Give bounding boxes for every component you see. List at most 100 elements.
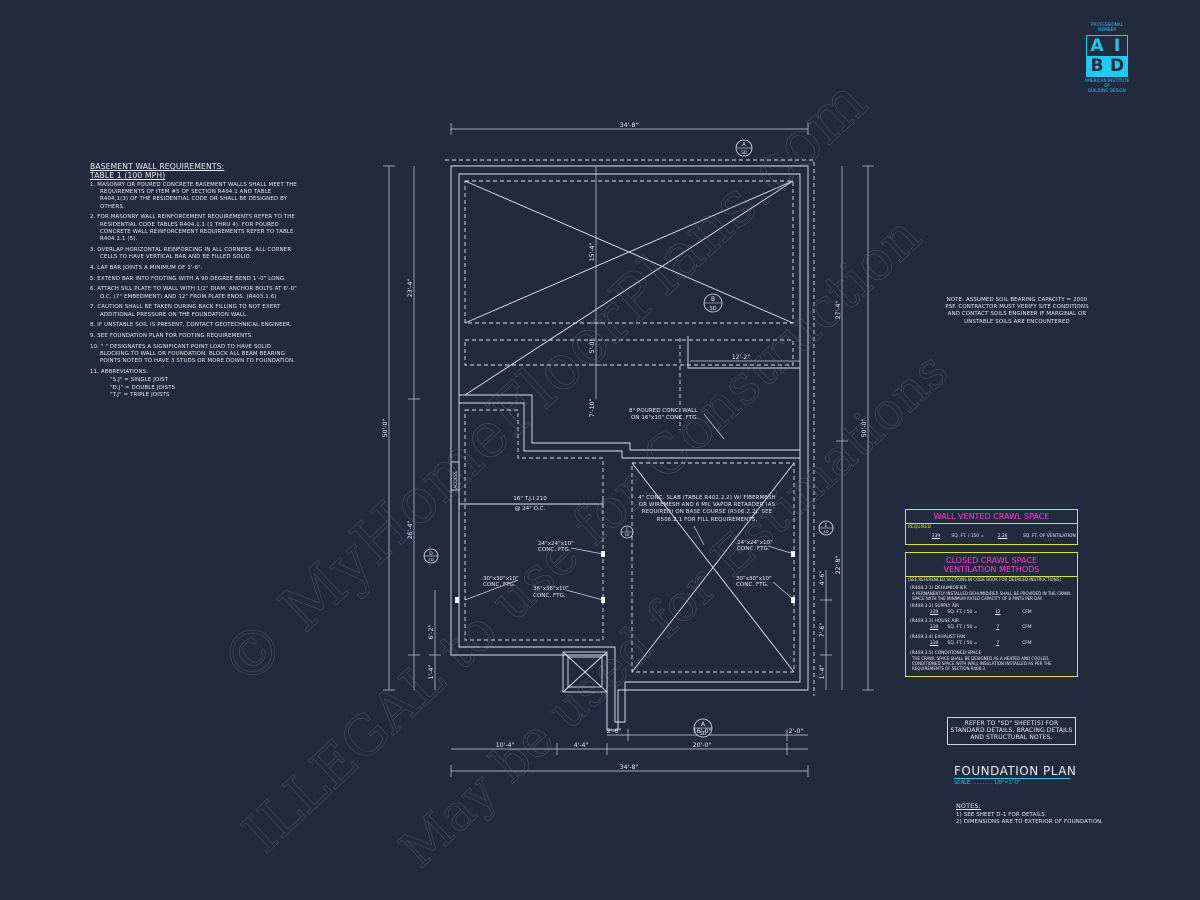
abbreviation: "T.J" = TRIPLE JOISTS xyxy=(110,391,170,398)
leader-line xyxy=(703,413,725,440)
abbreviation: "S.J" = SINGLE JOIST xyxy=(110,377,169,384)
area-unit: SQ. FT. / 50 = xyxy=(947,641,978,646)
notes-subheading: TABLE 1 (100 MPH) xyxy=(90,171,166,180)
code-text: THE CRAWL SPACE SHALL BE DESIGNED AS A H… xyxy=(912,656,1052,671)
wall-label: 8" POURED CONC. WALL xyxy=(629,408,698,414)
dim-text: 4'-4" xyxy=(574,742,589,749)
code-label: (R408.3.3) HOUSE AIR xyxy=(910,619,959,624)
note-item: 2) DIMENSIONS ARE TO EXTERIOR OF FOUNDAT… xyxy=(956,819,1104,826)
beam-label: @ 24" O.C. xyxy=(515,506,546,512)
interior-wall xyxy=(459,402,800,459)
dim-text: 50'-0" xyxy=(382,419,389,438)
area-unit: SQ. FT. / 50 = xyxy=(947,610,978,615)
leader-line xyxy=(767,545,795,555)
note-item: 1) SEE SHEET D-1 FOR DETAILS. xyxy=(956,812,1047,819)
dim-text: 23'-4" xyxy=(407,279,414,298)
cfm-value: 12 xyxy=(995,610,1001,615)
stair-diagonal xyxy=(562,651,608,693)
area-value: 339 xyxy=(929,641,939,646)
note-item: 9. SEE FOUNDATION PLAN FOR FOOTING REQUI… xyxy=(90,333,254,340)
table-divider xyxy=(906,576,1077,577)
logo-line: PROFESSIONAL xyxy=(1091,22,1123,27)
abbreviation: "D.J" = DOUBLE JOISTS xyxy=(110,384,176,391)
title-underline xyxy=(954,778,1070,779)
note-item: 2. FOR MASONRY WALL REINFORCEMENT REQUIR… xyxy=(90,214,295,243)
logo-letter: A xyxy=(1090,36,1104,56)
vent-unit: SQ. FT. OF VENTILATION xyxy=(1022,534,1076,539)
wall-label: ON 16"x10" CONC. FTG. xyxy=(631,415,699,421)
code-label: (R408.3.5) CONDITIONED SPACE xyxy=(910,651,982,656)
footing-pad xyxy=(791,551,795,557)
dim-text: 1'-4" xyxy=(428,665,435,680)
soil-note: NOTE: ASSUMED SOIL BEARING CAPACITY = 20… xyxy=(945,297,1089,325)
note-item: 4. LAP BAR JOINTS A MINIMUM OF 1'-6". xyxy=(90,264,203,271)
note-item: 7. CAUTION SHALL BE TAKEN DURING BACK FI… xyxy=(90,304,281,318)
dim-text: 50'-0" xyxy=(861,419,868,438)
footing-pad xyxy=(791,597,795,603)
logo-line: OF xyxy=(1104,83,1110,88)
required-label: REQUIRED xyxy=(908,525,931,530)
section-sheet: SD xyxy=(709,306,716,312)
leader-line xyxy=(464,579,519,601)
area-unit: SQ. FT. / 50 = xyxy=(947,625,978,630)
section-sheet: SD xyxy=(625,533,630,537)
note-item: 3. OVERLAP HORIZONTAL REINFORCING IN ALL… xyxy=(90,246,292,261)
slab-diagonal xyxy=(631,462,795,673)
notes-heading: NOTES: xyxy=(956,802,981,810)
footing-label: CONC. FTG. xyxy=(533,593,566,599)
crawl-diagonal xyxy=(464,180,794,396)
table-subtitle: (SEE REFERENCED SECTIONS IN CODE BOOK FO… xyxy=(908,577,1061,582)
general-notes: NOTES: 1) SEE SHEET D-1 FOR DETAILS. 2) … xyxy=(956,802,1104,827)
title-line: VENTILATION METHODS xyxy=(943,565,1040,574)
leader-line xyxy=(693,525,705,546)
section-letter: A xyxy=(742,142,746,148)
code-label: (R408.3.4) EXHAUST FAN xyxy=(910,635,966,640)
dim-text: 34'-8" xyxy=(620,122,639,129)
dim-text: 4'-6" xyxy=(819,571,826,586)
footing-label: CONC. FTG. xyxy=(538,547,571,553)
access-opening xyxy=(450,461,460,491)
interior-wall xyxy=(687,336,800,369)
dim-text: 27'-4" xyxy=(835,301,842,320)
logo-line: AMERICAN INSTITUTE xyxy=(1084,78,1130,83)
foundation-inner-wall xyxy=(458,173,801,723)
section-letter: B xyxy=(711,296,715,303)
note-item: 6. ATTACH SILL PLATE TO WALL WITH 1/2" D… xyxy=(90,286,297,300)
table-divider xyxy=(906,523,1077,524)
footing-label: 24"x24"x10" xyxy=(538,541,574,547)
refer-note: REFER TO "SD" SHEET(S) FOR STANDARD DETA… xyxy=(950,720,1073,741)
dim-text: 16'-0" xyxy=(693,728,712,735)
dim-text: 26'-4" xyxy=(407,521,414,540)
logo-line: MEMBER xyxy=(1097,27,1117,32)
table-title: WALL VENTED CRAWL SPACE xyxy=(933,512,1050,521)
footing-label: 30"x30"x10" xyxy=(736,576,772,582)
area-value: 339 xyxy=(929,610,939,615)
note-item: 1. MASONRY OR POURED CONCRETE BASEMENT W… xyxy=(90,182,297,210)
dim-text: 6'-2" xyxy=(428,625,435,640)
dim-text: 2'-0" xyxy=(789,728,804,735)
dim-text: 1'-4" xyxy=(819,665,826,680)
dim-text: 7'-6" xyxy=(819,623,826,638)
vented-crawl-table: WALL VENTED CRAWL SPACE REQUIRED 339 SQ.… xyxy=(905,509,1078,545)
logo-letter: I xyxy=(1113,36,1121,56)
vent-value: 2.26 xyxy=(997,534,1008,539)
footing-line xyxy=(445,159,815,696)
area-value: 339 xyxy=(929,625,939,630)
section-letter: A xyxy=(701,721,706,728)
section-sheet: SD xyxy=(699,731,706,737)
dim-text: 7'-10" xyxy=(589,399,596,418)
dim-text: 2'-0" xyxy=(607,728,622,735)
plan-title: FOUNDATION PLAN xyxy=(954,764,1077,778)
section-letter: C xyxy=(626,527,629,532)
footing-pad xyxy=(601,597,605,603)
refer-note-box: REFER TO "SD" SHEET(S) FOR STANDARD DETA… xyxy=(947,717,1076,745)
dim-text: 34'-8" xyxy=(620,764,639,771)
logo-letter: D xyxy=(1107,56,1127,76)
note-item: 10. " " DESIGNATES A SIGNIFICANT POINT L… xyxy=(90,344,296,365)
cfm-value: 7 xyxy=(996,641,1000,646)
logo-letter: B xyxy=(1087,56,1107,76)
